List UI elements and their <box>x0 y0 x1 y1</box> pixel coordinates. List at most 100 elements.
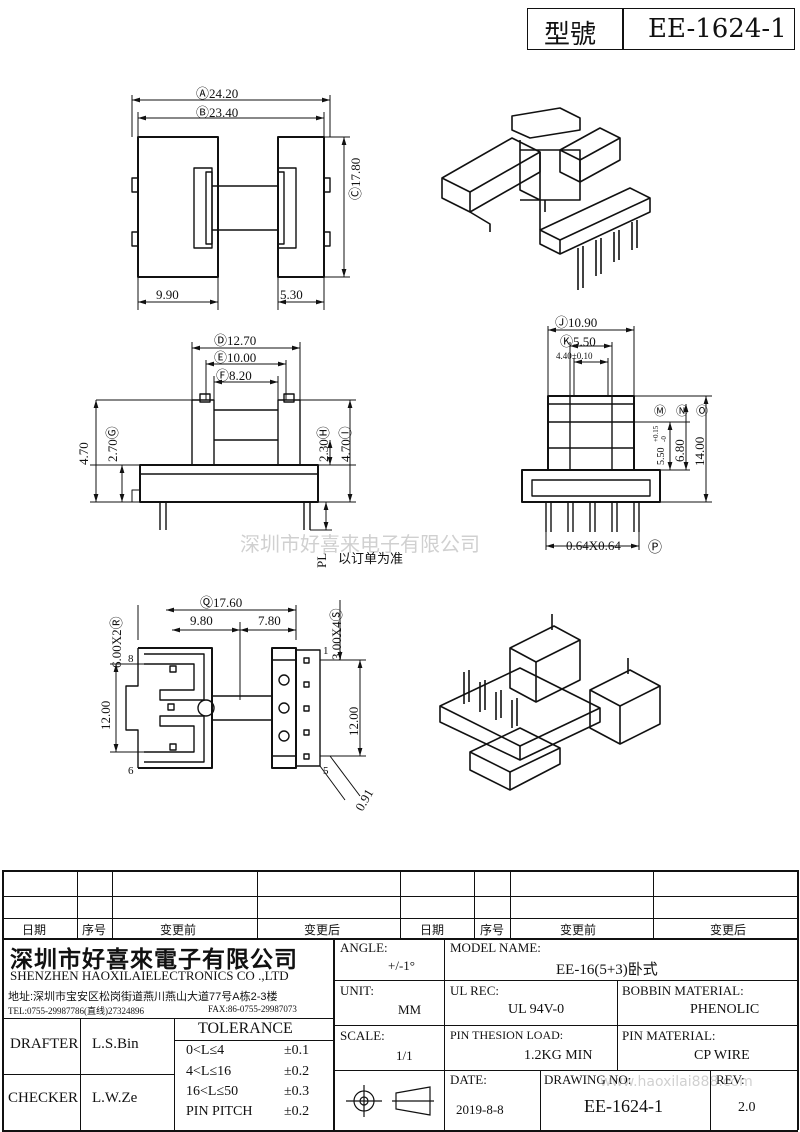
dim-bottom-left: 9.80 <box>190 613 213 628</box>
dim-p: Ⓟ <box>648 541 662 556</box>
pin-8-label: 8 <box>128 653 134 665</box>
rev-header-date-1: 日期 <box>22 923 47 937</box>
pin-tension-label: PIN THESION LOAD: <box>450 1028 564 1042</box>
model-label: 型號 <box>544 20 597 50</box>
watermark-company: 深圳市好喜来电子有限公司 <box>240 532 480 556</box>
watermark-url: www.haoxilai888.com <box>600 1074 753 1090</box>
drawing-no-value: EE-1624-1 <box>584 1096 663 1116</box>
dim-o: Ⓞ <box>696 404 709 418</box>
dim-g: 2.70Ⓖ <box>105 426 120 462</box>
dim-b: Ⓑ23.40 <box>196 105 239 120</box>
tol-range-1: 0<L≤4 <box>186 1043 225 1058</box>
model-name-label: MODEL NAME: <box>450 940 541 955</box>
dim-m: Ⓜ <box>654 404 667 418</box>
pin-tension-value: 1.2KG MIN <box>524 1048 593 1063</box>
dim-k: Ⓚ5.50 <box>560 334 596 349</box>
technical-drawing <box>90 95 712 801</box>
pin-1-label: 1 <box>323 645 329 657</box>
dim-h2: 6.80 <box>672 439 687 462</box>
date-label: DATE: <box>450 1072 487 1087</box>
dim-s: 3.00X4Ⓢ <box>329 608 344 660</box>
rev-label: REV: <box>716 1072 745 1087</box>
dim-h3: 14.00 <box>692 436 707 466</box>
angle-label: ANGLE: <box>340 940 388 955</box>
rev-header-before-1: 变更前 <box>160 923 197 937</box>
date-value: 2019-8-8 <box>456 1102 504 1117</box>
pin-6-label: 6 <box>128 765 134 777</box>
pin-material-value: CP WIRE <box>694 1048 750 1063</box>
bobbin-material-value: PHENOLIC <box>690 1002 760 1017</box>
tolerance-title: TOLERANCE <box>198 1020 293 1037</box>
rev-header-after-1: 变更后 <box>304 923 341 937</box>
tol-value-3: ±0.3 <box>284 1084 310 1099</box>
dim-a: Ⓐ24.20 <box>196 86 239 101</box>
dim-h1: 5.50 <box>656 447 667 466</box>
company-fax: FAX:86-0755-29987073 <box>208 1004 297 1014</box>
dim-right-width: 5.30 <box>280 287 303 302</box>
company-name-cn: 深圳市好喜來電子有限公司 <box>10 946 298 972</box>
dim-i: 4.70Ⓘ <box>338 426 353 462</box>
rev-header-no-2: 序号 <box>480 923 505 937</box>
rev-header-no-1: 序号 <box>82 923 107 937</box>
side-view <box>90 342 356 531</box>
dim-d: Ⓓ12.70 <box>214 333 257 348</box>
title-block: 型號 EE-1624-1 <box>527 8 795 50</box>
bobbin-material-label: BOBBIN MATERIAL: <box>622 983 744 998</box>
model-number: EE-1624-1 <box>648 14 787 44</box>
checker-label: CHECKER <box>8 1090 79 1106</box>
tol-range-3: 16<L≤50 <box>186 1084 239 1099</box>
dim-l: 4.40±0.10 <box>556 351 593 361</box>
isometric-view-1 <box>441 107 651 290</box>
rev-header-after-2: 变更后 <box>710 923 747 937</box>
scale-value: 1/1 <box>396 1048 413 1063</box>
pin-material-label: PIN MATERIAL: <box>622 1028 716 1043</box>
ul-rec-value: UL 94V-0 <box>508 1002 565 1017</box>
tol-value-4: ±0.2 <box>284 1104 310 1119</box>
model-name-value: EE-16(5+3)卧式 <box>556 962 658 978</box>
tol-value-1: ±0.1 <box>284 1043 310 1058</box>
dim-h: 2.30Ⓗ <box>316 426 331 462</box>
drafter-name: L.S.Bin <box>92 1036 139 1052</box>
dim-h1-tol-upper: +0.15 <box>652 425 660 442</box>
tol-range-4: PIN PITCH <box>186 1104 253 1119</box>
end-view <box>521 326 712 550</box>
isometric-view-2 <box>439 614 661 791</box>
dim-c: Ⓒ17.80 <box>348 157 363 200</box>
unit-label: UNIT: <box>340 983 375 998</box>
dim-e: Ⓔ10.00 <box>214 350 257 365</box>
dim-r: 6.00X2Ⓡ <box>109 616 124 668</box>
dim-pin-size: 0.64X0.64 <box>566 538 621 553</box>
pl-note: 以订单为准 <box>338 551 404 566</box>
tol-value-2: ±0.2 <box>284 1064 310 1079</box>
angle-value: +/-1° <box>388 958 415 973</box>
dim-left-width: 9.90 <box>156 287 179 302</box>
dim-height-right: 12.00 <box>346 706 361 736</box>
dim-n: Ⓝ <box>676 404 689 418</box>
rev-value: 2.0 <box>738 1100 756 1115</box>
checker-name: L.W.Ze <box>92 1090 138 1106</box>
dim-h1-tol-lower: -0 <box>660 436 668 442</box>
pin-5-label: 5 <box>323 765 329 777</box>
rev-header-before-2: 变更前 <box>560 923 597 937</box>
company-address: 地址:深圳市宝安区松岗街道燕川燕山大道77号A栋2-3楼 <box>8 991 278 1003</box>
drawing-no-label: DRAWING NO: <box>544 1072 632 1087</box>
dim-f: Ⓕ8.20 <box>216 368 252 383</box>
dim-height-left: 12.00 <box>98 700 113 730</box>
rev-header-date-2: 日期 <box>420 923 445 937</box>
top-view <box>131 95 350 310</box>
scale-label: SCALE: <box>340 1028 385 1043</box>
drafter-label: DRAFTER <box>10 1036 79 1052</box>
ul-rec-label: UL REC: <box>450 983 499 998</box>
bottom-view <box>110 600 366 801</box>
revision-table: 日期 序号 变更前 变更后 日期 序号 变更前 变更后 深圳市好喜來電子有限公司… <box>0 870 800 1132</box>
dim-q: Ⓠ17.60 <box>200 595 243 610</box>
tol-range-2: 4<L≤16 <box>186 1064 232 1079</box>
unit-value: MM <box>398 1002 422 1017</box>
dim-bottom-right: 7.80 <box>258 613 281 628</box>
company-tel: TEL:0755-29987786(直线)27324896 <box>8 1006 144 1016</box>
company-name-en: SHENZHEN HAOXILAIELECTRONICS CO .,LTD <box>10 968 289 983</box>
projection-symbol <box>346 1085 434 1117</box>
dim-left-height: 4.70 <box>76 442 91 465</box>
dim-j: Ⓙ10.90 <box>555 315 598 330</box>
